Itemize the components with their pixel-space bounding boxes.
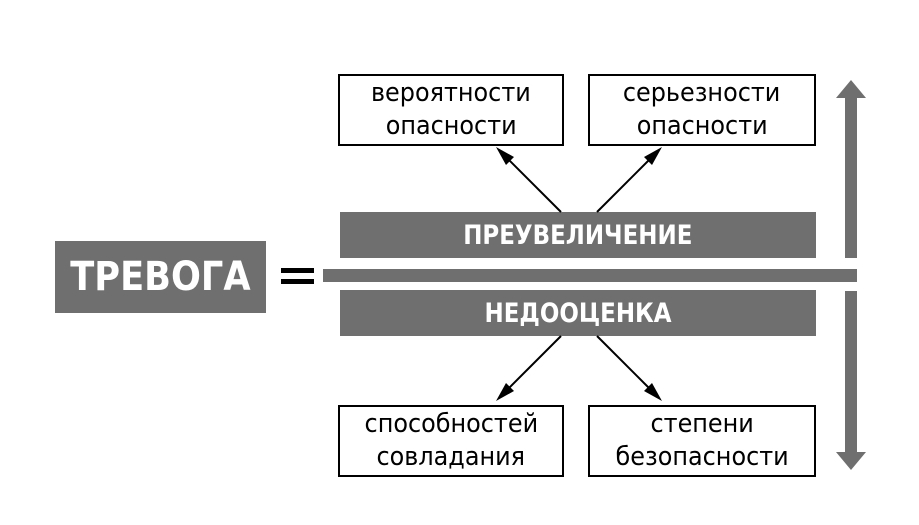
arrow-to-safety	[596, 335, 662, 401]
overestimation-label: ПРЕУВЕЛИЧЕНИЕ	[463, 219, 693, 251]
vertical-arrow-up-icon	[836, 80, 866, 258]
vertical-arrow-down-icon	[836, 291, 866, 470]
overestimation-bar: ПРЕУВЕЛИЧЕНИЕ	[340, 212, 816, 258]
box-line: серьезности	[623, 78, 781, 108]
underestimation-bar: НЕДООЦЕНКА	[340, 290, 816, 336]
box-line: опасности	[636, 111, 768, 141]
box-line: безопасности	[615, 442, 789, 472]
underestimation-label: НЕДООЦЕНКА	[484, 297, 672, 329]
coping-ability-box: способностей совладания	[338, 405, 564, 477]
equals-sign-top-stroke	[281, 268, 314, 273]
equals-sign-bottom-stroke	[281, 279, 314, 284]
box-line: опасности	[385, 111, 517, 141]
arrow-to-coping	[496, 335, 562, 401]
arrow-to-severity	[596, 147, 662, 213]
anxiety-label: ТРЕВОГА	[70, 254, 251, 300]
box-line: способностей	[364, 409, 538, 439]
probability-of-danger-box: вероятности опасности	[338, 74, 564, 146]
arrow-to-probability	[496, 147, 562, 213]
box-line: степени	[650, 409, 754, 439]
anxiety-label-box: ТРЕВОГА	[55, 241, 266, 313]
severity-of-danger-box: серьезности опасности	[588, 74, 816, 146]
degree-of-safety-box: степени безопасности	[588, 405, 816, 477]
box-line: вероятности	[371, 78, 531, 108]
center-divider-bar	[323, 269, 857, 282]
box-line: совладания	[376, 442, 526, 472]
